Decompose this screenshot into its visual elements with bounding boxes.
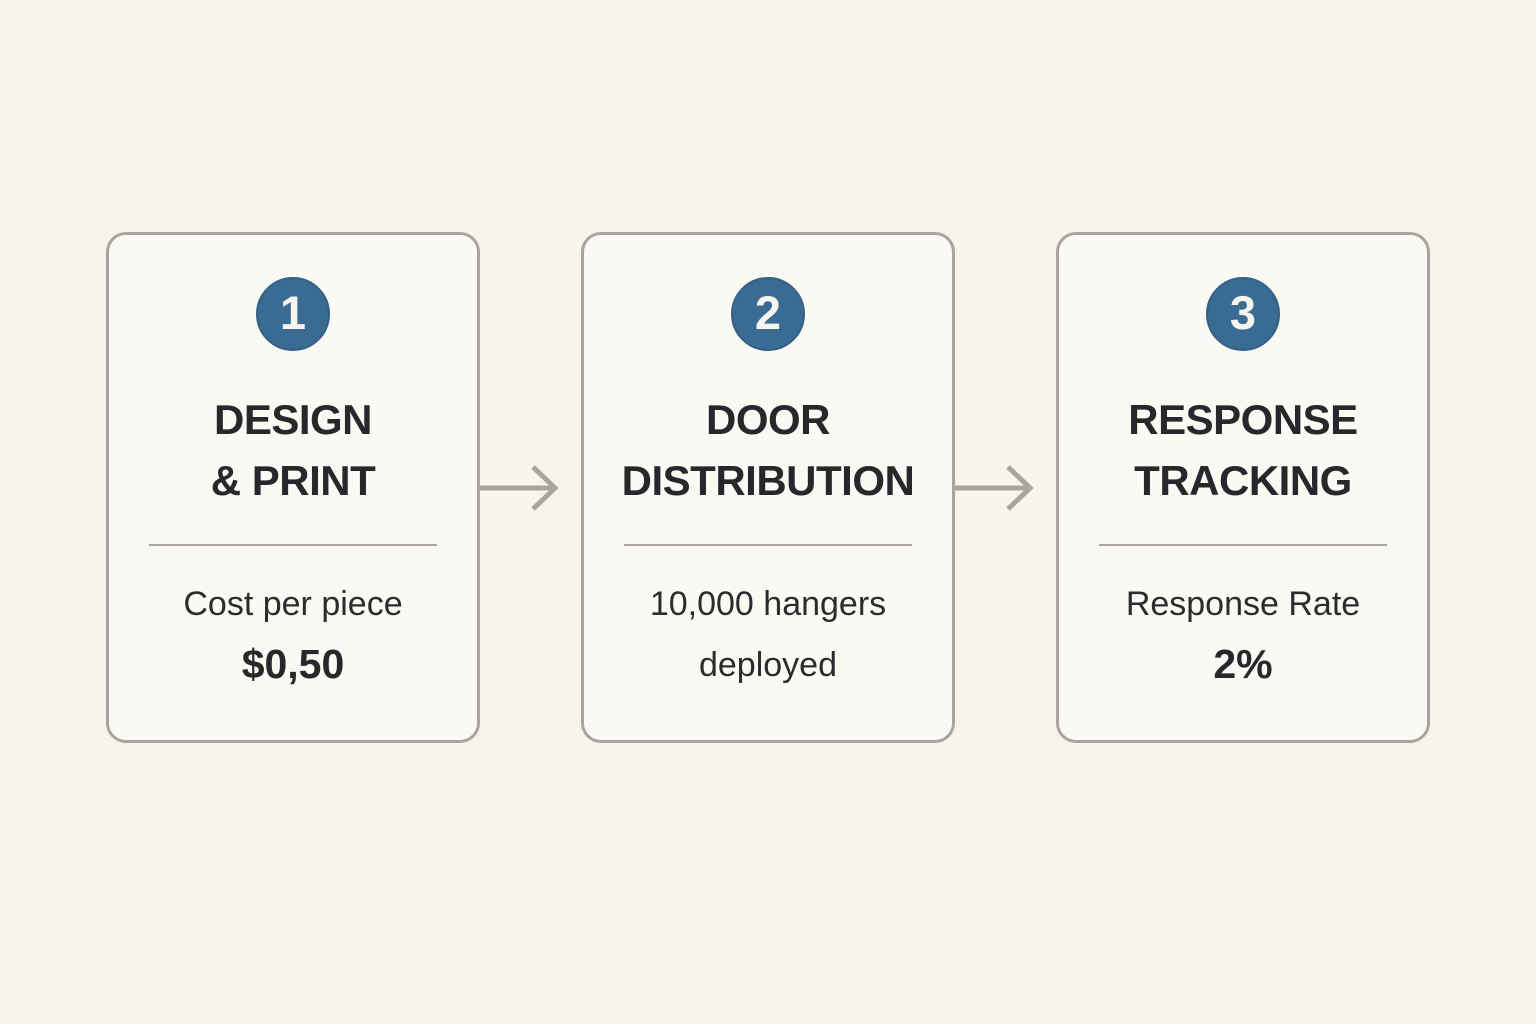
step-title-line2: DISTRIBUTION: [621, 457, 915, 505]
step-title-line1: DESIGN: [213, 396, 373, 443]
step-title: RESPONSE TRACKING: [1128, 389, 1358, 512]
step-title-line2: & PRINT: [210, 457, 376, 505]
step-title: DOOR DISTRIBUTION: [622, 389, 915, 512]
step-number-badge: 1: [256, 277, 330, 351]
step-card-response-tracking: 3 RESPONSE TRACKING Response Rate 2%: [1056, 232, 1430, 743]
divider: [1099, 543, 1387, 546]
step-card-door-distribution: 2 DOOR DISTRIBUTION 10,000 hangers deplo…: [581, 232, 955, 743]
step-detail: Response Rate 2%: [1126, 574, 1360, 695]
step-detail-label-line2: deployed: [698, 645, 837, 684]
step-card-design-print: 1 DESIGN & PRINT Cost per piece $0,50: [106, 232, 480, 743]
step-title: DESIGN & PRINT: [211, 389, 376, 512]
step-detail-value: $0,50: [241, 640, 345, 687]
step-number: 1: [279, 286, 307, 339]
step-number: 2: [754, 286, 782, 339]
process-flow: 1 DESIGN & PRINT Cost per piece $0,50 2 …: [106, 232, 1430, 743]
step-number-badge: 2: [731, 277, 805, 351]
step-number-badge: 3: [1206, 277, 1280, 351]
divider: [149, 543, 437, 546]
step-detail-label: Cost per piece: [183, 584, 403, 623]
step-detail-label: 10,000 hangers: [649, 584, 887, 623]
step-detail: Cost per piece $0,50: [183, 574, 402, 695]
step-number: 3: [1229, 286, 1257, 339]
arrow-right-icon: [955, 464, 1034, 511]
step-detail: 10,000 hangers deployed: [650, 574, 886, 696]
step-detail-value: 2%: [1213, 640, 1273, 687]
step-title-line1: DOOR: [706, 396, 830, 443]
arrow-right-icon: [480, 464, 559, 511]
step-title-line2: TRACKING: [1134, 457, 1352, 505]
step-title-line1: RESPONSE: [1128, 396, 1358, 443]
step-detail-label: Response Rate: [1125, 584, 1361, 623]
divider: [624, 543, 912, 546]
